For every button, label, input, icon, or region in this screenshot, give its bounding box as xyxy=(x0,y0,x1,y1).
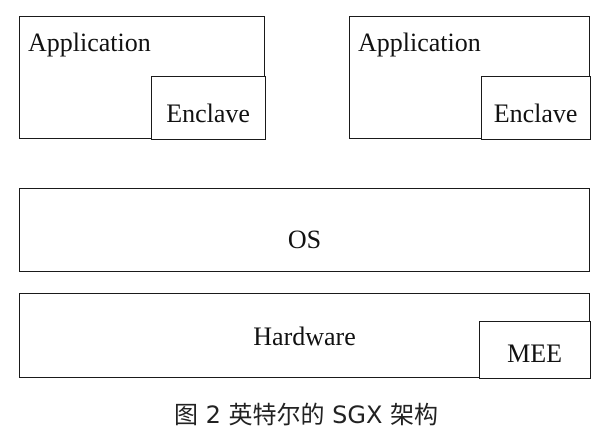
application-box-left: Application Enclave xyxy=(19,16,266,140)
enclave-box-right: Enclave xyxy=(480,75,591,140)
application-label-left: Application xyxy=(28,28,151,57)
mee-box: MEE xyxy=(478,320,591,379)
application-box-right: Application Enclave xyxy=(349,16,591,140)
os-layer-box: OS xyxy=(19,188,590,272)
enclave-label-left: Enclave xyxy=(166,98,250,128)
os-label: OS xyxy=(287,225,322,254)
figure-caption: 图 2 英特尔的 SGX 架构 xyxy=(173,401,439,429)
hardware-layer-box: Hardware MEE xyxy=(19,293,591,379)
application-label-right: Application xyxy=(358,28,481,57)
enclave-label-right: Enclave xyxy=(493,98,578,128)
hardware-label: Hardware xyxy=(253,322,356,351)
enclave-box-left: Enclave xyxy=(150,75,266,140)
mee-label: MEE xyxy=(507,338,563,368)
